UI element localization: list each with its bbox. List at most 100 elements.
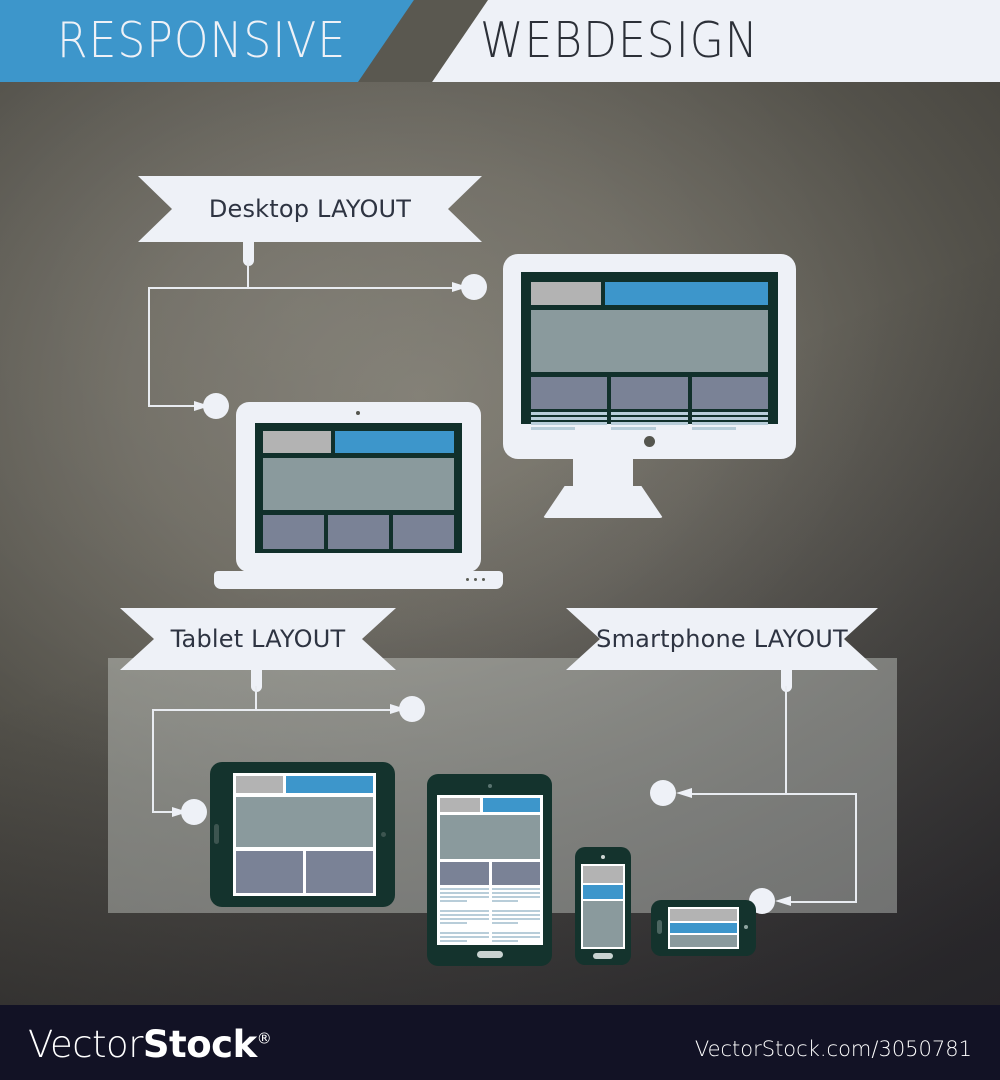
connector-phone-v2 bbox=[855, 793, 857, 903]
tablet-portrait-columns bbox=[440, 861, 540, 885]
connector-phone-v1 bbox=[785, 686, 787, 795]
smartphone-landscape[interactable] bbox=[651, 900, 756, 956]
page-footer: VectorStock® VectorStock.com/3050781 bbox=[0, 1005, 1000, 1080]
banner-desktop-layout: Desktop LAYOUT bbox=[138, 176, 482, 242]
connector-pin-tail-laptop bbox=[194, 401, 210, 411]
page-header: RESPONSIVE WEBDESIGN bbox=[0, 0, 1000, 82]
banner-desktop-label: Desktop LAYOUT bbox=[208, 195, 412, 223]
connector-pin-phone-portrait bbox=[650, 780, 676, 806]
phone-hero-banner bbox=[583, 901, 623, 947]
laptop-column bbox=[328, 515, 389, 549]
desktop-monitor[interactable] bbox=[503, 254, 796, 459]
connector-pin-tail-tablet-portrait bbox=[390, 704, 406, 714]
tablet-columns bbox=[236, 851, 373, 893]
phone-camera-icon bbox=[601, 855, 605, 859]
monitor-screen bbox=[521, 272, 778, 430]
laptop[interactable] bbox=[236, 402, 481, 572]
monitor-power-dot bbox=[644, 436, 655, 447]
laptop-column bbox=[393, 515, 454, 549]
tablet-portrait-text-area bbox=[440, 888, 540, 942]
laptop-columns bbox=[263, 515, 454, 549]
monitor-wireframe bbox=[531, 282, 768, 430]
tablet-landscape[interactable] bbox=[210, 762, 395, 907]
phone-portrait-wireframe bbox=[583, 866, 623, 947]
laptop-hero-banner bbox=[263, 458, 454, 510]
tablet-portrait-wireframe bbox=[440, 798, 540, 942]
connector-pin-tail-tablet-landscape bbox=[172, 807, 188, 817]
banner-tablet-label: Tablet LAYOUT bbox=[170, 625, 346, 653]
monitor-nav-bar bbox=[605, 282, 768, 305]
monitor-column-text bbox=[531, 412, 608, 430]
vectorstock-logo-bold: Stock bbox=[142, 1023, 257, 1066]
laptop-screen bbox=[255, 423, 462, 553]
tablet-home-dot-icon bbox=[381, 832, 386, 837]
phone-landscape-logo-block bbox=[670, 909, 737, 921]
connector-desktop-h1 bbox=[148, 287, 466, 289]
connector-pin-tablet-portrait bbox=[399, 696, 425, 722]
tablet-column bbox=[236, 851, 303, 893]
connector-pin-tail-phone-landscape bbox=[775, 896, 791, 906]
monitor-header-row bbox=[531, 282, 768, 305]
connector-tablet-v1 bbox=[255, 686, 257, 710]
tablet-portrait-logo-block bbox=[440, 798, 480, 812]
connector-desktop-v1 bbox=[247, 260, 249, 288]
tablet-landscape-screen bbox=[233, 773, 376, 896]
monitor-logo-block bbox=[531, 282, 601, 305]
tablet-logo-block bbox=[236, 776, 283, 793]
laptop-base-dots bbox=[466, 578, 485, 581]
tablet-portrait-column bbox=[440, 861, 489, 885]
tablet-column bbox=[306, 851, 373, 893]
tablet-portrait[interactable] bbox=[427, 774, 552, 966]
monitor-column-image bbox=[531, 377, 608, 409]
vectorstock-logo-thin: Vector bbox=[28, 1023, 143, 1066]
connector-phone-h2 bbox=[785, 793, 857, 795]
connector-tablet-stem bbox=[251, 668, 262, 692]
connector-desktop-v2 bbox=[148, 287, 150, 407]
monitor-column bbox=[691, 377, 768, 430]
tablet-hero-banner bbox=[236, 797, 373, 847]
smartphone-portrait[interactable] bbox=[575, 847, 631, 965]
laptop-logo-block bbox=[263, 431, 331, 453]
tablet-portrait-hero-banner bbox=[440, 814, 540, 859]
laptop-wireframe bbox=[263, 431, 454, 549]
monitor-column-text bbox=[611, 412, 688, 430]
laptop-nav-bar bbox=[335, 431, 454, 453]
phone-home-button-icon[interactable] bbox=[593, 953, 613, 959]
tablet-portrait-screen bbox=[437, 795, 543, 945]
monitor-column bbox=[531, 377, 608, 430]
banner-smartphone-layout: Smartphone LAYOUT bbox=[566, 608, 878, 670]
registered-mark-icon: ® bbox=[256, 1029, 272, 1048]
phone-landscape-nav-bar bbox=[670, 923, 737, 933]
connector-pin-tail-phone-portrait bbox=[676, 788, 692, 798]
monitor-hero-banner bbox=[531, 310, 768, 372]
tablet-portrait-text-column bbox=[440, 888, 489, 942]
connector-phone-h3 bbox=[784, 901, 857, 903]
connector-phone-stem bbox=[781, 668, 792, 692]
connector-tablet-h1 bbox=[152, 709, 404, 711]
monitor-column bbox=[611, 377, 688, 430]
connector-pin-monitor bbox=[461, 274, 487, 300]
connector-tablet-v2 bbox=[152, 709, 154, 813]
monitor-column-text bbox=[691, 412, 768, 430]
phone-side-button-icon bbox=[657, 920, 662, 934]
connector-pin-laptop bbox=[203, 393, 229, 419]
tablet-home-button-icon[interactable] bbox=[477, 951, 503, 958]
vectorstock-url: VectorStock.com/3050781 bbox=[694, 1037, 972, 1061]
phone-landscape-hero-banner bbox=[670, 935, 737, 947]
diagram-stage: Desktop LAYOUT bbox=[0, 82, 1000, 1005]
banner-smartphone-label: Smartphone LAYOUT bbox=[596, 625, 848, 653]
banner-tablet-layout: Tablet LAYOUT bbox=[120, 608, 396, 670]
laptop-base bbox=[214, 571, 503, 589]
laptop-webcam-icon bbox=[356, 411, 360, 415]
connector-desktop-stem bbox=[243, 240, 254, 266]
tablet-header-row bbox=[236, 776, 373, 793]
tablet-camera-icon bbox=[488, 784, 492, 788]
tablet-portrait-text-column bbox=[491, 888, 540, 942]
phone-landscape-home-dot-icon bbox=[744, 925, 748, 929]
laptop-column bbox=[263, 515, 324, 549]
tablet-landscape-wireframe bbox=[236, 776, 373, 893]
monitor-column-image bbox=[691, 377, 768, 409]
laptop-header-row bbox=[263, 431, 454, 453]
tablet-portrait-header-row bbox=[440, 798, 540, 812]
phone-nav-bar bbox=[583, 885, 623, 899]
